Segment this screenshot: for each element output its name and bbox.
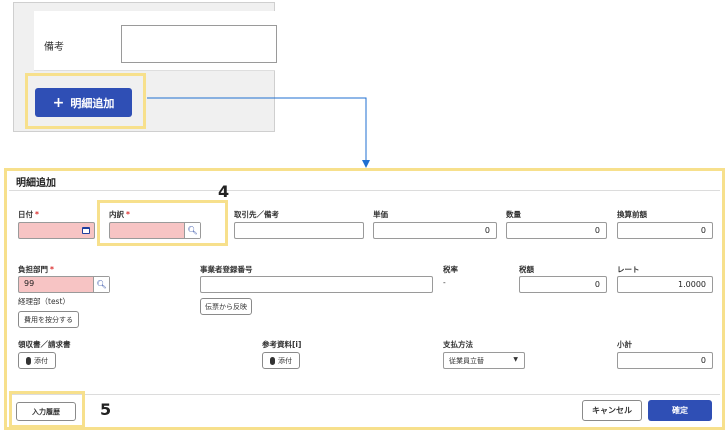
subtotal-input[interactable]: 0 — [617, 352, 713, 369]
cancel-button[interactable]: キャンセル — [582, 400, 642, 421]
payment-method-label: 支払方法 — [443, 340, 473, 349]
payment-method-select[interactable]: 従業員立替 ▼ — [443, 352, 525, 369]
history-highlight — [9, 391, 85, 428]
footer-divider — [9, 394, 720, 395]
tax-amount-input[interactable]: 0 — [519, 276, 607, 293]
calendar-icon[interactable] — [78, 223, 94, 238]
tax-rate-label: 税率 — [443, 265, 458, 274]
remarks-label: 備考 — [44, 42, 64, 53]
confirm-button[interactable]: 確定 — [648, 400, 712, 421]
chevron-down-icon: ▼ — [513, 356, 518, 363]
receipt-attach-button[interactable]: 添付 — [18, 352, 56, 369]
pre-conversion-label: 換算前額 — [617, 210, 647, 219]
breakdown-input[interactable]: 🔍︎ — [109, 222, 201, 239]
department-name: 経理部（test） — [18, 297, 70, 306]
tax-amount-label: 税額 — [519, 265, 534, 274]
receipt-label: 領収書／請求書 — [18, 340, 71, 349]
dialog-title: 明細追加 — [16, 178, 56, 189]
breakdown-highlight — [97, 200, 228, 246]
annotation-5: 5 — [100, 400, 112, 419]
add-detail-button[interactable]: + 明細追加 — [35, 88, 132, 117]
department-input[interactable]: 99 🔍︎ — [18, 276, 110, 293]
breakdown-label: 内訳* — [109, 210, 130, 219]
date-label: 日付* — [18, 210, 39, 219]
rate-label: レート — [617, 265, 640, 274]
tax-rate-value: - — [443, 278, 446, 287]
plus-icon: + — [52, 94, 65, 111]
subtotal-label: 小計 — [617, 340, 632, 349]
clip-icon — [270, 356, 275, 365]
allocate-cost-button[interactable]: 費用を按分する — [18, 311, 79, 328]
quantity-label: 数量 — [506, 210, 521, 219]
rate-input[interactable]: 1.0000 — [617, 276, 713, 293]
date-input[interactable] — [18, 222, 95, 239]
detail-dialog — [4, 168, 725, 430]
dialog-divider — [9, 190, 720, 191]
unit-price-label: 単価 — [373, 210, 388, 219]
pre-conversion-input[interactable]: 0 — [617, 222, 713, 239]
quantity-input[interactable]: 0 — [506, 222, 607, 239]
add-detail-button-label: 明細追加 — [70, 96, 115, 110]
input-history-button[interactable]: 入力履歴 — [16, 402, 76, 421]
registration-number-label: 事業者登録番号 — [200, 265, 253, 274]
add-button-highlight — [25, 73, 146, 129]
department-label: 負担部門* — [18, 265, 54, 274]
clip-icon — [26, 356, 31, 365]
reference-attach-button[interactable]: 添付 — [262, 352, 300, 369]
annotation-4: 4 — [218, 182, 230, 201]
remarks-row: 備考 — [34, 11, 277, 71]
reference-label: 参考資料[i] — [262, 340, 302, 349]
partner-remarks-input[interactable] — [234, 222, 364, 239]
remarks-input[interactable] — [121, 25, 277, 63]
unit-price-input[interactable]: 0 — [373, 222, 497, 239]
reflect-from-voucher-button[interactable]: 伝票から反映 — [200, 298, 252, 315]
breakdown-search-icon[interactable]: 🔍︎ — [184, 223, 200, 238]
registration-number-input[interactable] — [200, 276, 433, 293]
partner-remarks-label: 取引先／備考 — [234, 210, 279, 219]
department-search-icon[interactable]: 🔍︎ — [93, 277, 109, 292]
